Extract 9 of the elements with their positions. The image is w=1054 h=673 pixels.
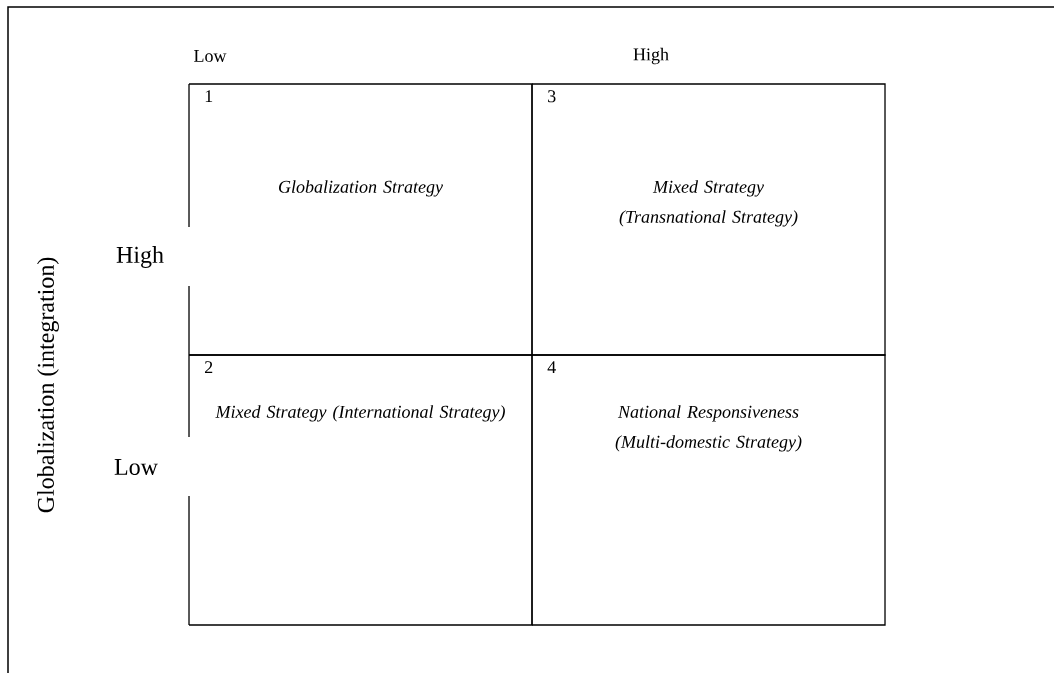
quadrant-box: 3 Mixed Strategy (Transnational Strategy) xyxy=(531,83,886,356)
axis-label: Low xyxy=(194,50,227,62)
quadrant-box: 1 Globalization Strategy xyxy=(188,83,533,356)
axis-label: High xyxy=(633,47,669,65)
quadrant-box: 4 National Responsiveness (Multi-domestic Strategy) xyxy=(531,354,886,626)
axis-label: Low xyxy=(114,459,158,475)
axis-title: Globalization (integration) xyxy=(37,257,59,513)
quadrant-box: 2 Mixed Strategy (International Strategy) xyxy=(188,354,533,626)
axis-label: High xyxy=(116,246,164,268)
